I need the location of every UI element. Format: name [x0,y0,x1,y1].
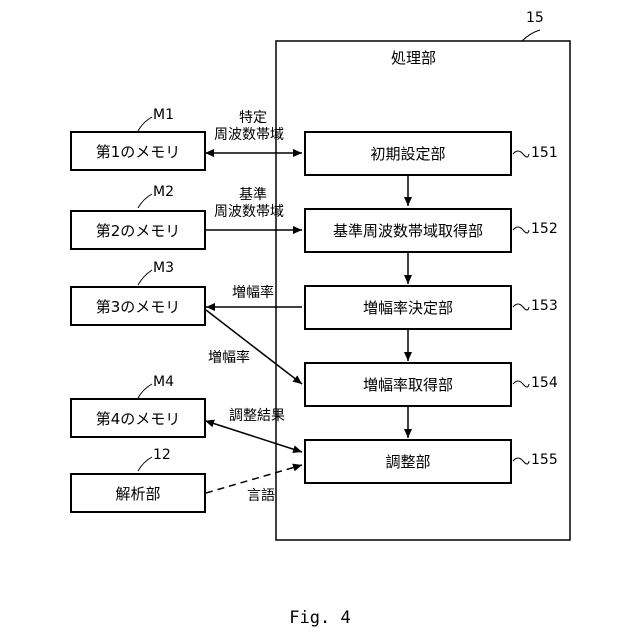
step-initial-setting: 初期設定部 [304,131,512,176]
memory-3: 第3のメモリ [70,286,206,326]
leader-m2 [138,194,152,208]
memory-ref-m3: M3 [153,260,174,276]
step-gain-acquisition: 増幅率取得部 [304,362,512,407]
arrow-m3-154 [206,310,302,384]
leader-154 [513,381,529,387]
analyzer-ref: 12 [153,447,171,463]
edge-label-reference: 基準 [239,187,267,204]
edge-label-adjust-result: 調整結果 [229,408,285,425]
edge-label-reference-band: 周波数帯域 [214,204,284,221]
edge-label-specific: 特定 [239,110,267,127]
leader-152 [513,227,529,233]
memory-2: 第2のメモリ [70,210,206,250]
step-ref-155: 155 [531,452,558,468]
leader-151 [513,151,529,157]
step-adjustment: 調整部 [304,439,512,484]
step-reference-band-acquisition: 基準周波数帯域取得部 [304,208,512,253]
step-ref-153: 153 [531,298,558,314]
edge-label-gain-from-m3: 増幅率 [208,350,250,367]
edge-label-specific-band: 周波数帯域 [214,127,284,144]
edge-label-language: 言語 [247,488,275,505]
leader-m1 [138,117,152,131]
leader-15 [522,30,540,41]
memory-ref-m2: M2 [153,184,174,200]
leader-153 [513,304,529,310]
figure-caption: Fig. 4 [0,608,640,628]
step-gain-determination: 増幅率決定部 [304,285,512,330]
processor-title: 処理部 [391,50,436,67]
leader-12 [138,457,152,471]
leader-m3 [138,270,152,285]
arrow-m4-155 [206,421,302,452]
memory-4: 第4のメモリ [70,398,206,438]
memory-ref-m1: M1 [153,107,174,123]
memory-1: 第1のメモリ [70,131,206,171]
step-ref-154: 154 [531,375,558,391]
memory-ref-m4: M4 [153,374,174,390]
leader-155 [513,458,529,464]
step-ref-151: 151 [531,145,558,161]
leader-m4 [138,384,152,398]
edge-label-gain-to-m3: 増幅率 [232,285,274,302]
processor-ref: 15 [526,10,544,26]
step-ref-152: 152 [531,221,558,237]
analyzer: 解析部 [70,473,206,513]
